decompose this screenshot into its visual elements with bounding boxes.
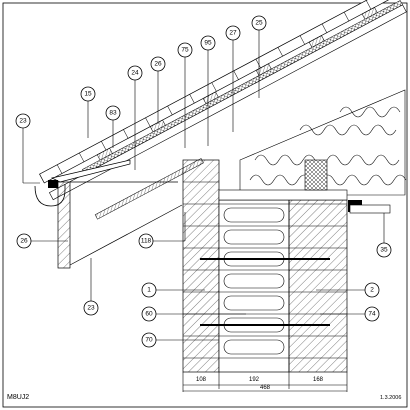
svg-text:25: 25	[255, 20, 263, 27]
eave-diagonal	[69, 204, 183, 266]
svg-text:26: 26	[20, 238, 28, 245]
dim-segment-2: 192	[249, 377, 260, 383]
svg-text:118: 118	[141, 238, 152, 245]
gutter-bracket	[48, 180, 58, 188]
callout-27: 27	[225, 25, 241, 41]
svg-text:26: 26	[154, 61, 162, 68]
callout-23-gutter: 23	[15, 113, 31, 129]
callout-95: 95	[200, 35, 216, 51]
callout-24: 24	[127, 65, 143, 81]
svg-text:75: 75	[181, 47, 189, 54]
svg-text:23: 23	[19, 118, 27, 125]
roof-tiles	[39, 0, 398, 184]
callout-70: 70	[141, 332, 157, 348]
callout-23-soffit: 23	[83, 300, 99, 316]
svg-text:27: 27	[229, 30, 237, 37]
dim-total: 468	[260, 385, 271, 391]
callout-35: 35	[376, 242, 392, 258]
dimension-chain: 108 192 168 468	[182, 372, 348, 392]
roof-assembly	[39, 0, 407, 220]
drawing-date: 1.3.2006	[380, 395, 401, 401]
callout-2: 2	[364, 282, 380, 298]
svg-text:2: 2	[370, 287, 374, 294]
callout-118: 118	[138, 233, 154, 249]
dim-segment-3: 168	[313, 377, 324, 383]
svg-text:23: 23	[87, 305, 95, 312]
callout-83: 83	[105, 105, 121, 121]
svg-text:95: 95	[204, 40, 212, 47]
dim-segment-1: 108	[196, 377, 207, 383]
callout-60: 60	[141, 306, 157, 322]
svg-text:1: 1	[147, 287, 151, 294]
svg-text:83: 83	[109, 110, 117, 117]
fascia-board	[57, 181, 71, 269]
roof-rafter	[49, 4, 407, 201]
callout-26-fascia: 26	[16, 233, 32, 249]
callout-1: 1	[141, 282, 157, 298]
drawing-code: M8UJ2	[7, 394, 29, 401]
svg-text:74: 74	[368, 311, 376, 318]
callout-26-top: 26	[150, 56, 166, 72]
callout-15: 15	[80, 86, 96, 102]
wall-section	[182, 159, 391, 373]
svg-text:60: 60	[145, 311, 153, 318]
svg-text:24: 24	[131, 70, 139, 77]
gutter	[34, 184, 66, 207]
callout-75: 75	[177, 42, 193, 58]
leader-lines	[22, 30, 385, 341]
svg-text:70: 70	[145, 337, 153, 344]
svg-text:35: 35	[380, 247, 388, 254]
svg-text:15: 15	[84, 91, 92, 98]
callout-25: 25	[251, 15, 267, 31]
callout-74: 74	[364, 306, 380, 322]
